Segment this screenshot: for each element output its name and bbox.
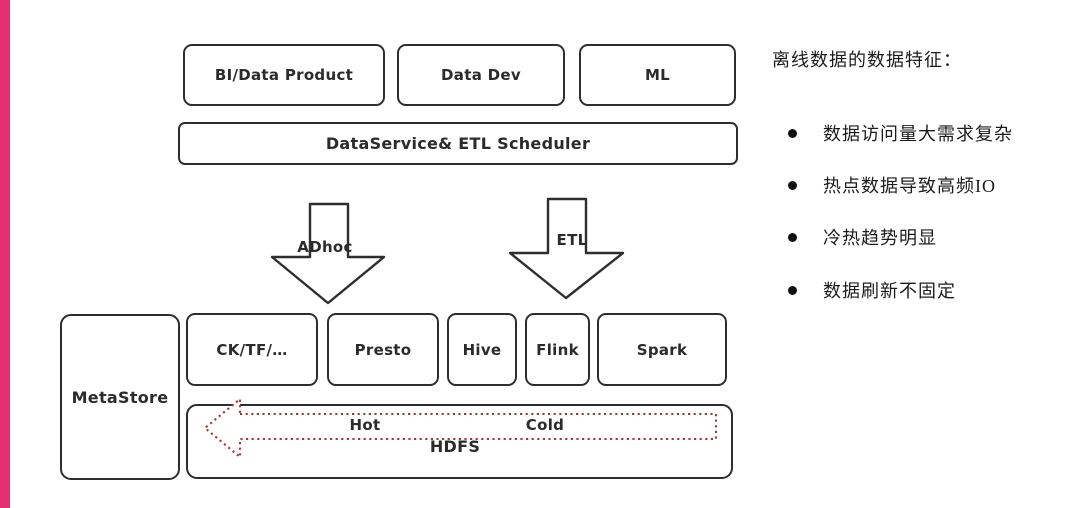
left-accent-bar [0,0,10,508]
box-label: MetaStore [71,387,169,407]
offline-data-notes-panel: 离线数据的数据特征： 数据访问量大需求复杂 热点数据导致高频IO 冷热趋势明显 … [772,46,1072,301]
box-spark: Spark [597,313,727,386]
box-metastore: MetaStore [60,314,180,480]
box-bi-data-product: BI/Data Product [183,44,385,106]
box-label: Flink [536,340,579,359]
bullet-icon [788,180,797,190]
note-text: 数据刷新不固定 [823,281,956,301]
note-text: 冷热趋势明显 [823,228,937,248]
bullet-icon [788,128,797,138]
box-flink: Flink [525,313,590,386]
cold-label: Cold [525,416,565,434]
hdfs-label: HDFS [429,437,481,456]
box-label: ML [644,66,671,84]
note-text: 数据访问量大需求复杂 [823,124,1013,144]
box-label: BI/Data Product [214,66,354,84]
bullet-icon [788,285,797,295]
box-label: Presto [354,340,412,359]
hot-label: Hot [349,416,381,434]
list-item: 热点数据导致高频IO [772,172,1072,198]
note-text: 热点数据导致高频IO [823,176,996,196]
box-ck-tf: CK/TF/… [186,313,318,386]
box-hive: Hive [447,313,517,386]
list-item: 数据刷新不固定 [772,277,1072,303]
etl-arrow-label: ETL [556,231,588,249]
box-label: DataService& ETL Scheduler [325,134,591,153]
box-label: Spark [636,340,688,359]
box-label: CK/TF/… [216,340,288,359]
adhoc-arrow-label: ADhoc [297,238,353,256]
box-ml: ML [579,44,736,106]
list-item: 冷热趋势明显 [772,224,1072,250]
bullet-icon [788,232,797,242]
notes-title: 离线数据的数据特征： [772,50,962,70]
box-label: Data Dev [441,66,521,84]
box-dataservice-etl-scheduler: DataService& ETL Scheduler [178,122,738,165]
list-item: 数据访问量大需求复杂 [772,120,1072,146]
box-label: Hive [462,340,502,359]
box-presto: Presto [327,313,439,386]
box-data-dev: Data Dev [397,44,565,106]
